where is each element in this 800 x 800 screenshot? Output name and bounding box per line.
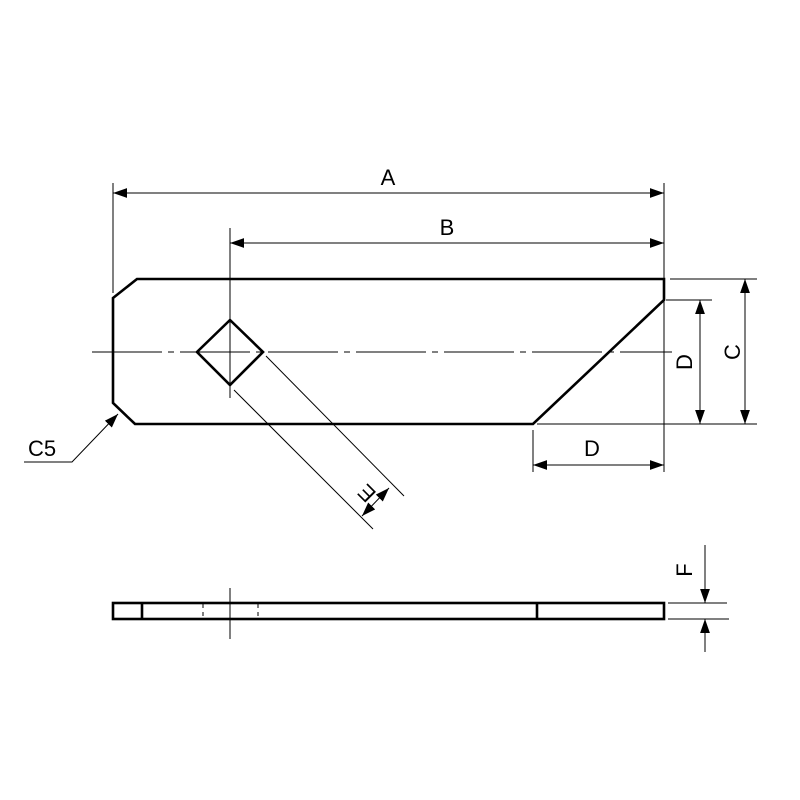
side-view: F (111, 545, 729, 652)
dimension-a-label: A (381, 165, 396, 190)
top-view: A B C D D E C5 (24, 165, 757, 530)
dimension-d-horizontal-label: D (584, 436, 600, 461)
dimension-c-label: C (720, 344, 745, 360)
dimension-f-label: F (672, 563, 697, 576)
dimension-e-line (361, 487, 390, 517)
dimension-b-label: B (440, 215, 455, 240)
dimension-d-vertical-label: D (672, 354, 697, 370)
chamfer-label: C5 (28, 436, 56, 461)
plate-side-outline (111, 601, 666, 621)
extension-line-e1 (265, 355, 405, 497)
dimension-e-label: E (353, 479, 381, 507)
chamfer-leader (24, 413, 119, 463)
extension-line-e2 (233, 389, 374, 530)
